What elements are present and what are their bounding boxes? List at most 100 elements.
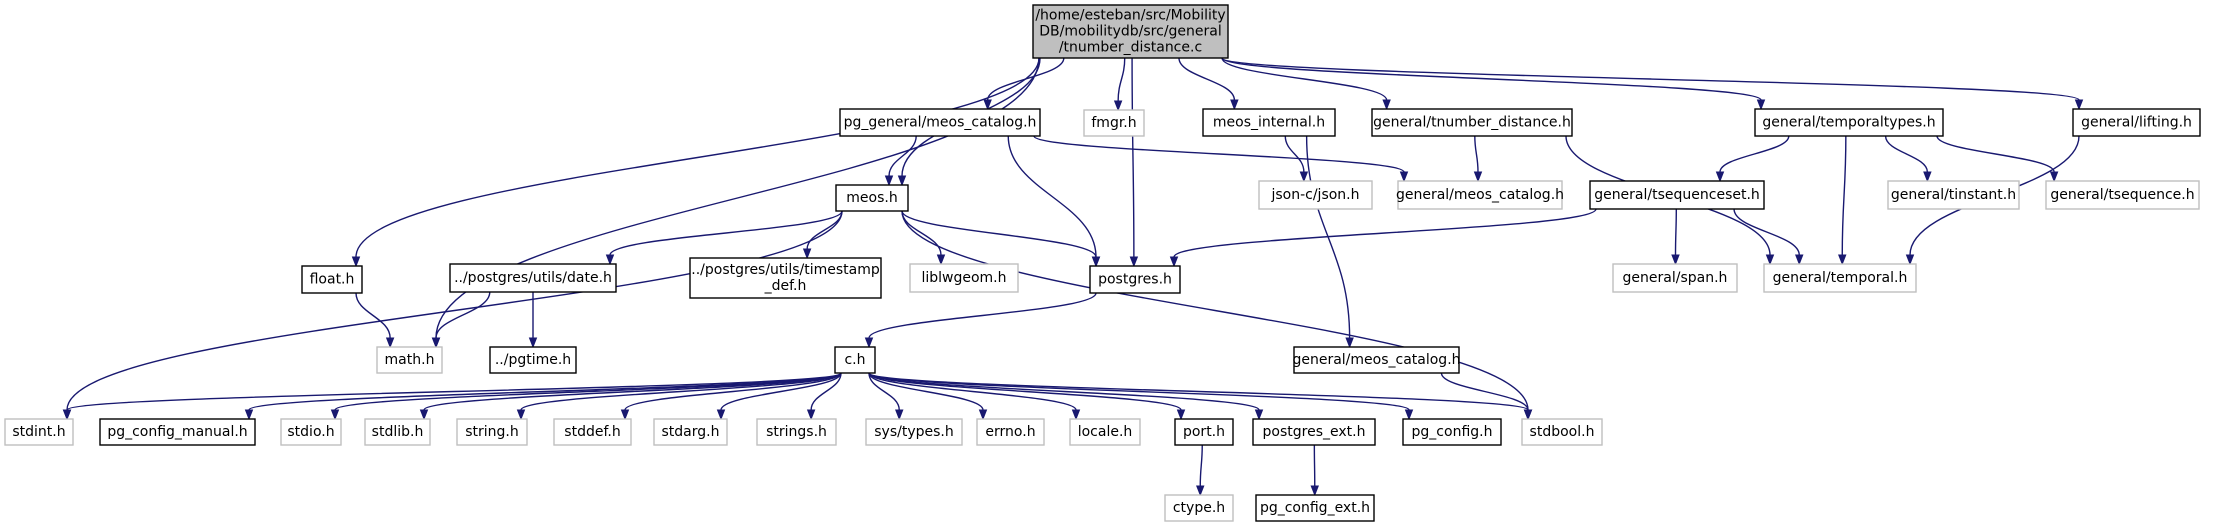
edge-arrowhead <box>1715 171 1725 183</box>
node-errno-h: errno.h <box>976 418 1045 446</box>
node-label: ../postgres/utils/date.h <box>454 270 612 286</box>
edge-line <box>901 210 1529 411</box>
node-label: _def.h <box>764 278 807 294</box>
node-pgtime-h[interactable]: ../pgtime.h <box>489 346 577 374</box>
node-stdbool-h: stdbool.h <box>1521 418 1603 446</box>
edge-float-h-to-math-h <box>355 292 395 349</box>
node-label: json-c/json.h <box>1270 187 1359 203</box>
node-box <box>689 257 882 299</box>
node-box <box>1032 4 1229 59</box>
node-general-lifting-h[interactable]: general/lifting.h <box>2072 108 2201 137</box>
node-box <box>2072 108 2201 137</box>
edge-general-tsequenceset-h-to-general-temporal-h <box>1733 208 1804 266</box>
edge-line <box>248 372 842 411</box>
edge-meos-h-to-stdint-h <box>62 210 843 421</box>
node-label: errno.h <box>985 424 1035 440</box>
node-label: stddef.h <box>564 424 620 440</box>
node-pg-config-manual-h[interactable]: pg_config_manual.h <box>99 418 256 446</box>
node-label: float.h <box>310 272 355 288</box>
edge-arrowhead <box>1795 254 1804 266</box>
node-stdlib-h: stdlib.h <box>364 418 431 446</box>
edge-arrowhead <box>330 409 340 421</box>
edge-arrowhead <box>2074 99 2084 111</box>
edge-arrowhead <box>1254 409 1264 421</box>
edge-meos-internal-h-to-general-meos-catalog-h-b <box>1305 135 1354 349</box>
node-label: general/tsequenceset.h <box>1594 187 1760 203</box>
edge-root-to-meos-internal-h <box>1178 57 1239 111</box>
node-sys-types-h: sys/types.h <box>865 418 963 446</box>
node-general-tsequenceset-h[interactable]: general/tsequenceset.h <box>1589 180 1765 210</box>
edge-general-tsequenceset-h-to-general-span-h <box>1671 208 1680 266</box>
edge-arrowhead <box>1196 485 1205 497</box>
node-label: c.h <box>844 352 865 368</box>
node-label: stdarg.h <box>662 424 720 440</box>
node-label: pg_config_manual.h <box>107 424 247 440</box>
node-general-temporal-h: general/temporal.h <box>1763 263 1917 293</box>
node-stdio-h: stdio.h <box>280 418 342 446</box>
edge-meos-h-to-pg-utils-date-h <box>605 210 843 266</box>
edge-arrowhead <box>806 409 816 421</box>
node-root[interactable]: /home/esteban/src/MobilityDB/mobilitydb/… <box>1032 4 1229 59</box>
node-port-h[interactable]: port.h <box>1174 418 1234 446</box>
node-pg-general-meos-catalog-h[interactable]: pg_general/meos_catalog.h <box>839 108 1041 137</box>
edge-arrowhead <box>516 409 526 421</box>
node-label: /tnumber_distance.c <box>1059 40 1202 56</box>
node-postgres-h[interactable]: postgres.h <box>1089 265 1181 294</box>
node-stdarg-h: stdarg.h <box>653 418 728 446</box>
edge-line <box>1007 135 1097 258</box>
edge-arrowhead <box>1113 100 1123 112</box>
node-box <box>1164 494 1234 522</box>
node-pg-config-h[interactable]: pg_config.h <box>1402 418 1502 446</box>
edge-pg-utils-date-h-to-math-h <box>431 291 491 349</box>
edge-arrowhead <box>1169 256 1179 268</box>
edge-arrowhead <box>605 254 615 266</box>
edge-root-to-general-tnumber-distance-h <box>1221 57 1391 111</box>
edge-line <box>888 135 917 177</box>
node-general-temporaltypes-h[interactable]: general/temporaltypes.h <box>1754 108 1944 137</box>
node-pg-config-ext-h[interactable]: pg_config_ext.h <box>1255 494 1375 522</box>
edge-line <box>66 372 842 411</box>
edge-arrowhead <box>1091 256 1101 268</box>
node-general-meos-catalog-h-a: general/meos_catalog.h <box>1396 180 1564 210</box>
node-postgres-ext-h[interactable]: postgres_ext.h <box>1252 418 1376 446</box>
edge-line <box>435 291 491 339</box>
node-pg-utils-timestamp-h[interactable]: ../postgres/utils/timestamp_def.h <box>689 257 882 299</box>
edge-arrowhead <box>431 337 441 349</box>
edge-line <box>355 57 1040 258</box>
node-meos-internal-h[interactable]: meos_internal.h <box>1202 108 1336 137</box>
node-meos-h[interactable]: meos.h <box>835 184 909 212</box>
edge-c-h-to-sys-types-h <box>868 372 904 421</box>
edge-line <box>355 292 391 339</box>
edge-line <box>520 372 842 411</box>
edge-root-to-general-lifting-h <box>1221 57 2084 111</box>
edge-arrowhead <box>983 99 992 111</box>
edge-arrowhead <box>1473 171 1483 183</box>
node-box <box>280 418 342 446</box>
node-label: DB/mobilitydb/src/general <box>1039 24 1222 40</box>
edge-root-to-general-temporaltypes-h <box>1221 57 1766 111</box>
edge-arrowhead <box>1671 254 1680 266</box>
edge-arrowhead <box>1345 337 1354 349</box>
node-general-tnumber-distance-h[interactable]: general/tnumber_distance.h <box>1371 108 1573 137</box>
edge-line <box>1884 135 1929 173</box>
node-box <box>1255 494 1375 522</box>
node-box <box>4 418 74 446</box>
edge-general-tnumber-distance-h-to-general-meos-catalog-h-a <box>1473 135 1483 183</box>
node-label: general/tinstant.h <box>1891 187 2016 203</box>
edge-c-h-to-stdlib-h <box>419 372 842 421</box>
edge-arrowhead <box>1176 409 1186 421</box>
node-pg-utils-date-h[interactable]: ../postgres/utils/date.h <box>449 263 617 293</box>
node-strings-h: strings.h <box>756 418 837 446</box>
node-box <box>834 346 876 374</box>
edge-line <box>1117 57 1126 102</box>
node-c-h[interactable]: c.h <box>834 346 876 374</box>
node-float-h[interactable]: float.h <box>301 265 363 294</box>
edge-pg-general-meos-catalog-h-to-postgres-h <box>1007 135 1101 268</box>
node-box <box>1174 418 1234 446</box>
edge-arrowhead <box>802 248 812 260</box>
node-general-tsequence-h: general/tsequence.h <box>2045 180 2200 210</box>
node-general-meos-catalog-h-b[interactable]: general/meos_catalog.h <box>1292 346 1461 374</box>
edge-root-to-fmgr-h <box>1113 57 1126 112</box>
edge-arrowhead <box>620 409 630 421</box>
edge-line <box>810 372 842 411</box>
